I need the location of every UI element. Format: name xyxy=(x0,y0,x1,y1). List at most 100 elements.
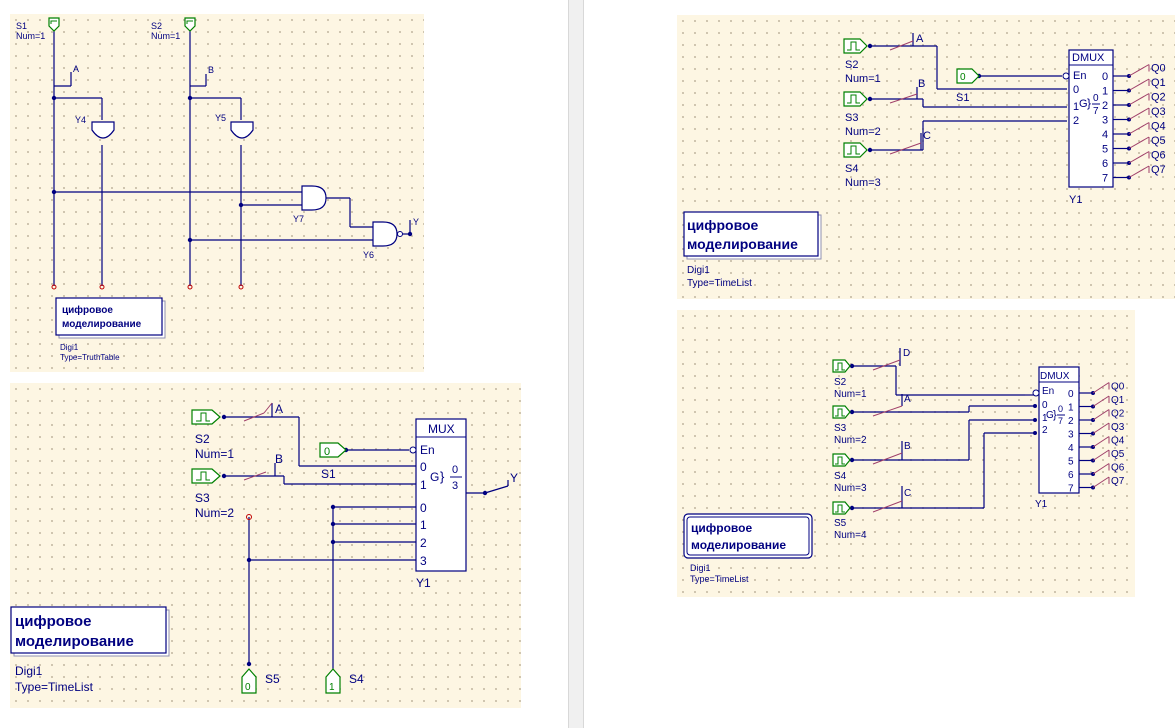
source-s1[interactable]: 0 xyxy=(319,442,347,458)
label-s4: S4 xyxy=(845,163,858,175)
svg-text:}: } xyxy=(1087,96,1091,110)
dmux-out-2: 2 xyxy=(1068,416,1074,427)
digi-name: Digi1 xyxy=(60,343,79,352)
q-label-2: Q2 xyxy=(1151,92,1166,104)
mux-in0: 0 xyxy=(420,460,427,474)
q-probe-mark-7 xyxy=(1092,476,1110,488)
label-s3: S3 xyxy=(834,423,847,434)
source-s2[interactable] xyxy=(843,38,868,54)
label-s5-num: Num=4 xyxy=(834,530,867,541)
source-s2[interactable] xyxy=(184,17,196,32)
dmux-sel0: 0 xyxy=(1073,84,1079,96)
digi-type: Type=TruthTable xyxy=(60,353,120,362)
dmux-out-5: 5 xyxy=(1068,457,1074,468)
mux-g: G xyxy=(430,470,439,484)
panel4-junctions xyxy=(849,363,1037,511)
gate-y7[interactable] xyxy=(301,185,327,211)
gate-y4[interactable] xyxy=(91,121,115,139)
probe-b: B xyxy=(918,78,925,90)
label-y7: Y7 xyxy=(293,214,304,224)
label-s2-num: Num=1 xyxy=(834,389,867,400)
schematic-truth-table[interactable]: S1 Num=1 S2 Num=1 A B Y Y4 Y5 Y7 Y6 цифр… xyxy=(10,14,424,372)
source-s4[interactable] xyxy=(832,453,851,467)
panel1-svg: S1 Num=1 S2 Num=1 A B Y Y4 Y5 Y7 Y6 цифр… xyxy=(16,17,419,362)
digi-line2: моделирование xyxy=(15,633,134,650)
source-s1[interactable] xyxy=(48,17,60,32)
digi-line2: моделирование xyxy=(687,236,798,252)
dmux-out-6: 6 xyxy=(1068,470,1074,481)
dmux-sel1: 1 xyxy=(1073,101,1079,113)
source-s3[interactable] xyxy=(843,91,868,107)
dmux-out-1: 1 xyxy=(1068,403,1074,414)
q-label-5: Q5 xyxy=(1151,135,1166,147)
dmux-frac-top: 0 xyxy=(1093,93,1099,104)
q-probe-mark-1 xyxy=(1092,395,1110,407)
dmux-en: En xyxy=(1073,70,1086,82)
digi-line2: моделирование xyxy=(691,538,786,552)
dmux-sel0: 0 xyxy=(1042,400,1048,411)
source-s3[interactable] xyxy=(191,468,221,484)
q-label-1: Q1 xyxy=(1151,77,1166,89)
digital-simulation-box[interactable]: цифровое моделирование xyxy=(10,606,170,657)
dmux-out-7: 7 xyxy=(1102,173,1108,185)
dmux-frac-bot: 7 xyxy=(1058,416,1063,426)
probe-y: Y xyxy=(510,471,518,485)
digital-simulation-box[interactable]: цифровое моделирование xyxy=(55,297,166,339)
label-s3-num: Num=2 xyxy=(195,506,234,520)
source-s1[interactable]: 0 xyxy=(956,68,980,84)
s1-value: 0 xyxy=(960,72,966,83)
dmux-out-3: 3 xyxy=(1068,430,1074,441)
probe-b: B xyxy=(208,65,214,75)
q-probe-mark-4 xyxy=(1128,122,1150,135)
label-s3: S3 xyxy=(845,112,858,124)
dmux-out-0: 0 xyxy=(1068,389,1074,400)
dmux-g: G xyxy=(1046,410,1054,421)
q-label-3: Q3 xyxy=(1151,106,1166,118)
dmux-out-7: 7 xyxy=(1068,484,1074,495)
gate-y6[interactable] xyxy=(372,221,398,247)
mux-d1: 1 xyxy=(420,518,427,532)
q-label-0: Q0 xyxy=(1151,63,1166,75)
q-probe-mark-2 xyxy=(1092,409,1110,421)
source-s4[interactable]: 1 xyxy=(325,668,341,694)
label-s2: S2 xyxy=(845,59,858,71)
gate-y5[interactable] xyxy=(230,121,254,139)
digi-type: Type=TimeList xyxy=(15,680,94,694)
schematic-mux[interactable]: MUX En 0 1 G } 0 3 0 1 2 3 Y1 0 0 1 S2 N… xyxy=(10,383,521,708)
source-s2[interactable] xyxy=(832,359,851,373)
digital-simulation-box[interactable]: цифровое моделирование xyxy=(683,211,822,260)
label-y1: Y1 xyxy=(1035,499,1048,510)
q-label-4: Q4 xyxy=(1111,436,1125,447)
mux-title: MUX xyxy=(428,422,455,436)
q-probe-mark-3 xyxy=(1128,107,1150,120)
label-s1: S1 xyxy=(16,21,27,31)
label-y6: Y6 xyxy=(363,250,374,260)
mux-d2: 2 xyxy=(420,536,427,550)
source-s3[interactable] xyxy=(832,405,851,419)
dmux-sel2: 2 xyxy=(1042,425,1048,436)
probe-b: B xyxy=(275,452,283,466)
digi-line2: моделирование xyxy=(62,319,142,330)
q-label-7: Q7 xyxy=(1111,476,1125,487)
digi-name: Digi1 xyxy=(687,265,710,276)
label-s2-num: Num=1 xyxy=(195,447,234,461)
source-s5[interactable] xyxy=(832,501,851,515)
svg-text:}: } xyxy=(440,469,445,484)
digital-simulation-box[interactable]: цифровое моделирование xyxy=(683,513,813,559)
label-s3: S3 xyxy=(195,491,210,505)
source-s5[interactable]: 0 xyxy=(241,668,257,694)
mux-frac-bot: 3 xyxy=(452,480,458,492)
source-s2[interactable] xyxy=(191,409,221,425)
probe-b: B xyxy=(904,441,911,452)
source-s4[interactable] xyxy=(843,142,868,158)
q-probe-mark-6 xyxy=(1092,463,1110,475)
mux-block[interactable]: MUX En 0 1 G } 0 3 0 1 2 3 xyxy=(409,418,467,572)
dmux-out-3: 3 xyxy=(1102,115,1108,127)
